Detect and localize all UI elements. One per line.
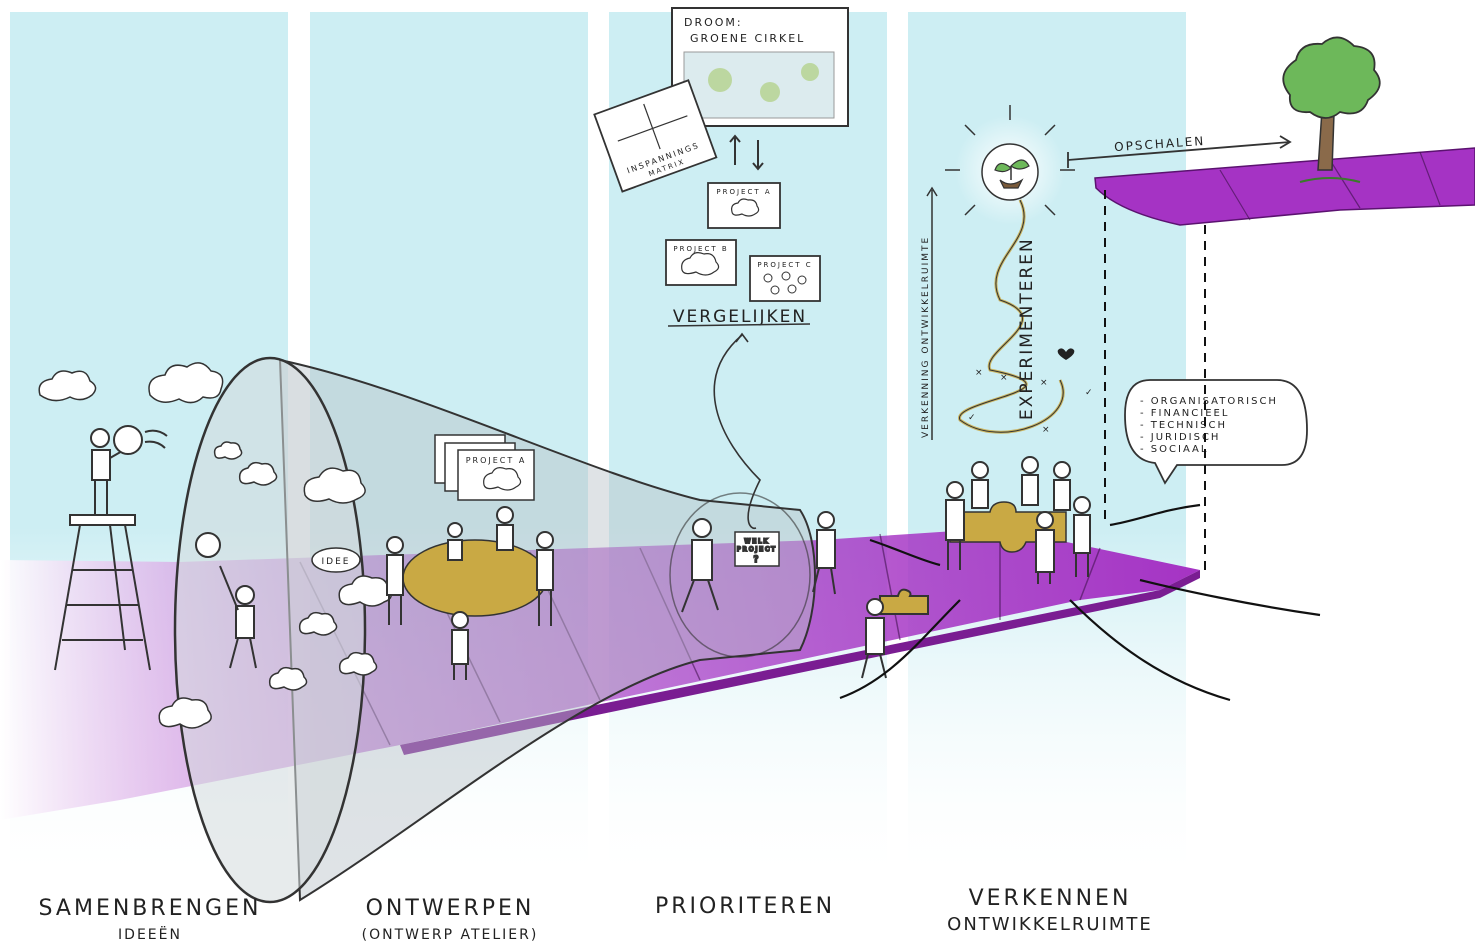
cloud-icon	[303, 467, 366, 504]
exploration-axis: VERKENNING ONTWIKKELRUIMTE	[921, 186, 938, 440]
aspect-3: - TECHNISCH	[1140, 420, 1227, 431]
board-title-line2: GROENE CIRKEL	[690, 32, 805, 45]
cloud-icon	[268, 666, 308, 691]
person-with-idea	[195, 532, 257, 669]
atelier-card-title: PROJECT A	[466, 456, 527, 465]
aspect-5: - SOCIAAL	[1140, 444, 1208, 455]
project-c-label: PROJECT C	[757, 261, 812, 269]
project-b-label: PROJECT B	[673, 245, 728, 253]
stage-title: ONTWERPEN	[365, 896, 535, 921]
project-card-c: PROJECT C	[749, 255, 821, 302]
funnel-neck	[669, 492, 811, 658]
svg-text:×: ×	[975, 368, 985, 378]
cloud-icon	[158, 697, 212, 729]
cloud-icon	[213, 441, 243, 460]
atelier-card: PROJECT A	[434, 434, 535, 501]
atelier: PROJECT A	[386, 434, 554, 680]
stage-title: PRIORITEREN	[654, 894, 836, 919]
svg-text:✓: ✓	[1085, 388, 1095, 398]
aspect-4: - JURIDISCH	[1140, 432, 1220, 443]
cloud-icon	[338, 651, 378, 676]
stage-subtitle: ONTWIKKELRUIMTE	[947, 914, 1153, 935]
experiment-spiral: × × × × ✓ ✓ EXPERIMENTEREN	[945, 105, 1095, 435]
idea-bubble: IDEE	[311, 547, 361, 573]
board-title-line1: DROOM:	[684, 16, 743, 29]
stage-subtitle: (ONTWERP ATELIER)	[361, 927, 539, 943]
dream-board: DROOM: GROENE CIRKEL	[671, 7, 849, 127]
project-card-a: PROJECT A	[707, 182, 781, 229]
person-with-puzzle	[861, 588, 929, 679]
funnel-mouth	[173, 356, 367, 904]
cloud-icon	[483, 467, 522, 491]
cloud-icon	[681, 252, 720, 276]
prioritizing-people: WELK PROJECT ?	[681, 511, 836, 613]
project-card-b: PROJECT B	[665, 239, 737, 286]
svg-text:×: ×	[1000, 373, 1010, 383]
stage-title: SAMENBRENGEN	[38, 896, 262, 921]
lightbulb-icon	[195, 532, 221, 558]
which-project-line2: PROJECT	[737, 546, 777, 553]
upper-road	[1094, 147, 1475, 226]
stage-label-prioriteren: PRIORITEREN	[605, 894, 885, 920]
scale-up-label: OPSCHALEN	[1114, 134, 1206, 154]
project-a-label: PROJECT A	[716, 188, 771, 196]
stage-subtitle: IDEEËN	[118, 927, 182, 943]
stage-title: VERKENNEN	[968, 886, 1132, 911]
heart-icon	[1057, 348, 1075, 360]
cloud-icon	[148, 362, 224, 404]
cloud-icon	[38, 370, 97, 402]
scale-up-arrow: OPSCHALEN	[1067, 134, 1292, 168]
funnel	[173, 356, 816, 904]
stage-label-samenbrengen: SAMENBRENGEN IDEEËN	[15, 896, 285, 948]
stage-label-ontwerpen: ONTWERPEN (ONTWERP ATELIER)	[310, 896, 590, 948]
exploration-axis-label: VERKENNING ONTWIKKELRUIMTE	[921, 236, 931, 438]
cloud-icon	[731, 198, 760, 217]
atelier-table	[402, 539, 548, 617]
idea-clouds	[38, 362, 392, 729]
scale-up-platform	[1094, 36, 1475, 572]
aspect-2: - FINANCIEEL	[1140, 408, 1229, 419]
which-project-line3: ?	[754, 555, 761, 565]
which-project-line1: WELK	[744, 538, 769, 545]
fan-icon	[113, 425, 143, 455]
compare-label: VERGELIJKEN	[673, 307, 807, 327]
input-arrows	[839, 503, 1321, 702]
road-edge	[400, 570, 1200, 755]
exploration-group	[945, 456, 1091, 584]
aspects-bubble: - ORGANISATORISCH - FINANCIEEL - TECHNIS…	[1124, 379, 1308, 485]
ladder-icon	[54, 514, 151, 671]
tree-icon	[1282, 36, 1381, 183]
svg-text:×: ×	[1042, 425, 1052, 435]
svg-text:×: ×	[1040, 378, 1050, 388]
svg-text:✓: ✓	[968, 413, 978, 423]
ladder-scene	[54, 425, 168, 671]
seedling-icon	[994, 159, 1030, 189]
experiment-label: EXPERIMENTEREN	[1017, 237, 1037, 420]
cloud-icon	[238, 461, 278, 486]
idea-bubble-text: IDEE	[322, 557, 351, 567]
stage-label-verkennen: VERKENNEN ONTWIKKELRUIMTE	[905, 886, 1195, 938]
cloud-icon	[298, 611, 338, 636]
aspect-1: - ORGANISATORISCH	[1140, 396, 1278, 407]
person-with-fan	[90, 425, 168, 516]
project-cards: PROJECT A PROJECT B PROJECT C	[665, 182, 821, 302]
which-project-sign: WELK PROJECT ?	[734, 531, 780, 567]
puzzle-icon	[879, 588, 929, 615]
